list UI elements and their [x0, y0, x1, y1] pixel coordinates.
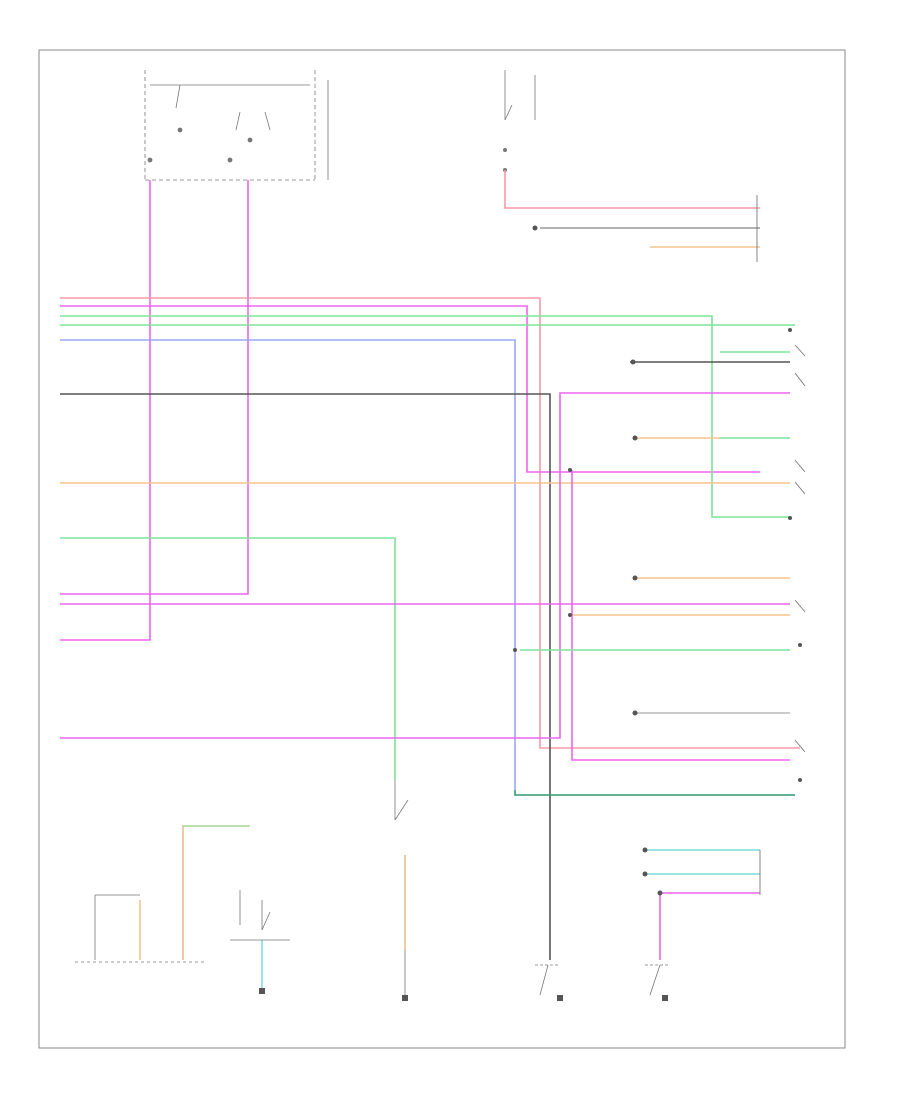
bottom-left-module — [75, 890, 290, 963]
connector-icon — [788, 328, 792, 332]
bottom-right-switches — [535, 964, 670, 996]
wire-red-pink-feed — [504, 170, 760, 209]
connector-icon — [532, 225, 538, 231]
connector-icon — [568, 613, 572, 617]
connector-icon — [513, 648, 517, 652]
connector-icon — [568, 468, 572, 472]
wire-dark-green-bottom — [514, 790, 795, 796]
wire-magenta-bottom — [659, 892, 760, 960]
wire-magenta-low — [60, 392, 790, 739]
ground-icon — [259, 988, 668, 1001]
wire-green-left — [60, 537, 396, 780]
connector-icon — [788, 516, 792, 520]
wire-pink-mid — [60, 180, 249, 595]
wire-red-bus — [60, 297, 800, 749]
connector-icon — [630, 359, 636, 365]
wire-blue-bus — [60, 339, 516, 790]
right-switches — [756, 195, 806, 895]
connector-icon — [632, 710, 638, 716]
connector-icon — [642, 871, 648, 877]
connector-icon — [503, 148, 507, 152]
connector-icon — [798, 778, 802, 782]
connector-icon — [632, 575, 638, 581]
connector-icon — [657, 890, 663, 896]
wires — [60, 170, 800, 990]
wire-violet-bus — [60, 305, 760, 473]
connector-icon — [798, 643, 802, 647]
wire-black-bus — [60, 393, 551, 960]
diagram-frame — [38, 49, 846, 1049]
connector-dots — [513, 225, 802, 896]
connector-icon — [642, 847, 648, 853]
connector-icon — [632, 435, 638, 441]
wire-magenta-loop-2 — [571, 470, 790, 761]
power-feed-switch — [504, 70, 536, 121]
wire-pink-left — [60, 180, 151, 641]
top-switch-module — [144, 70, 329, 181]
center-switch — [394, 780, 409, 1000]
wire-green-bus — [60, 315, 790, 518]
